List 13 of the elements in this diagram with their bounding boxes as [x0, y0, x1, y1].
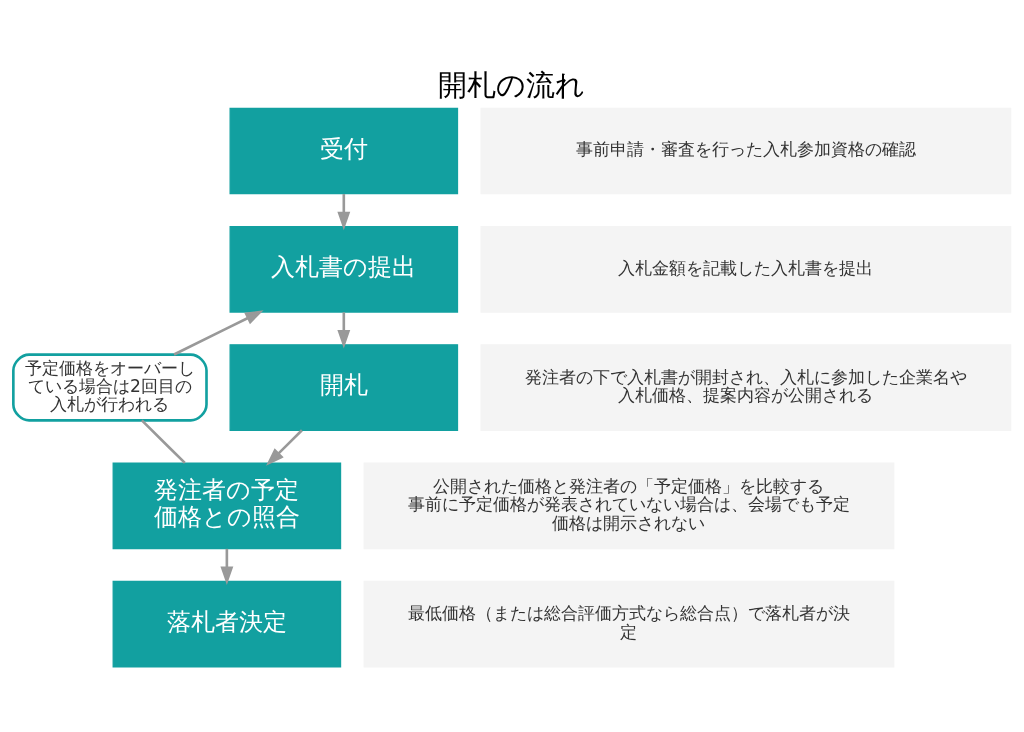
- arrow: [220, 548, 234, 585]
- node-box: 入札書の提出: [229, 225, 459, 313]
- connector: [140, 419, 186, 464]
- node-box: 予定価格をオーバーしている場合は2回目の入札が行われる: [12, 352, 208, 422]
- arrow: [337, 311, 351, 348]
- node-box: 受付: [229, 107, 459, 194]
- arrow: [337, 193, 351, 230]
- arrow: [173, 309, 264, 356]
- node-box: 落札者決定: [112, 580, 342, 667]
- node-box: 開札: [229, 343, 459, 431]
- node-box: 発注者の予定価格との照合: [112, 461, 342, 549]
- arrow: [266, 428, 303, 466]
- diagram-title: 開札の流れ: [438, 67, 586, 102]
